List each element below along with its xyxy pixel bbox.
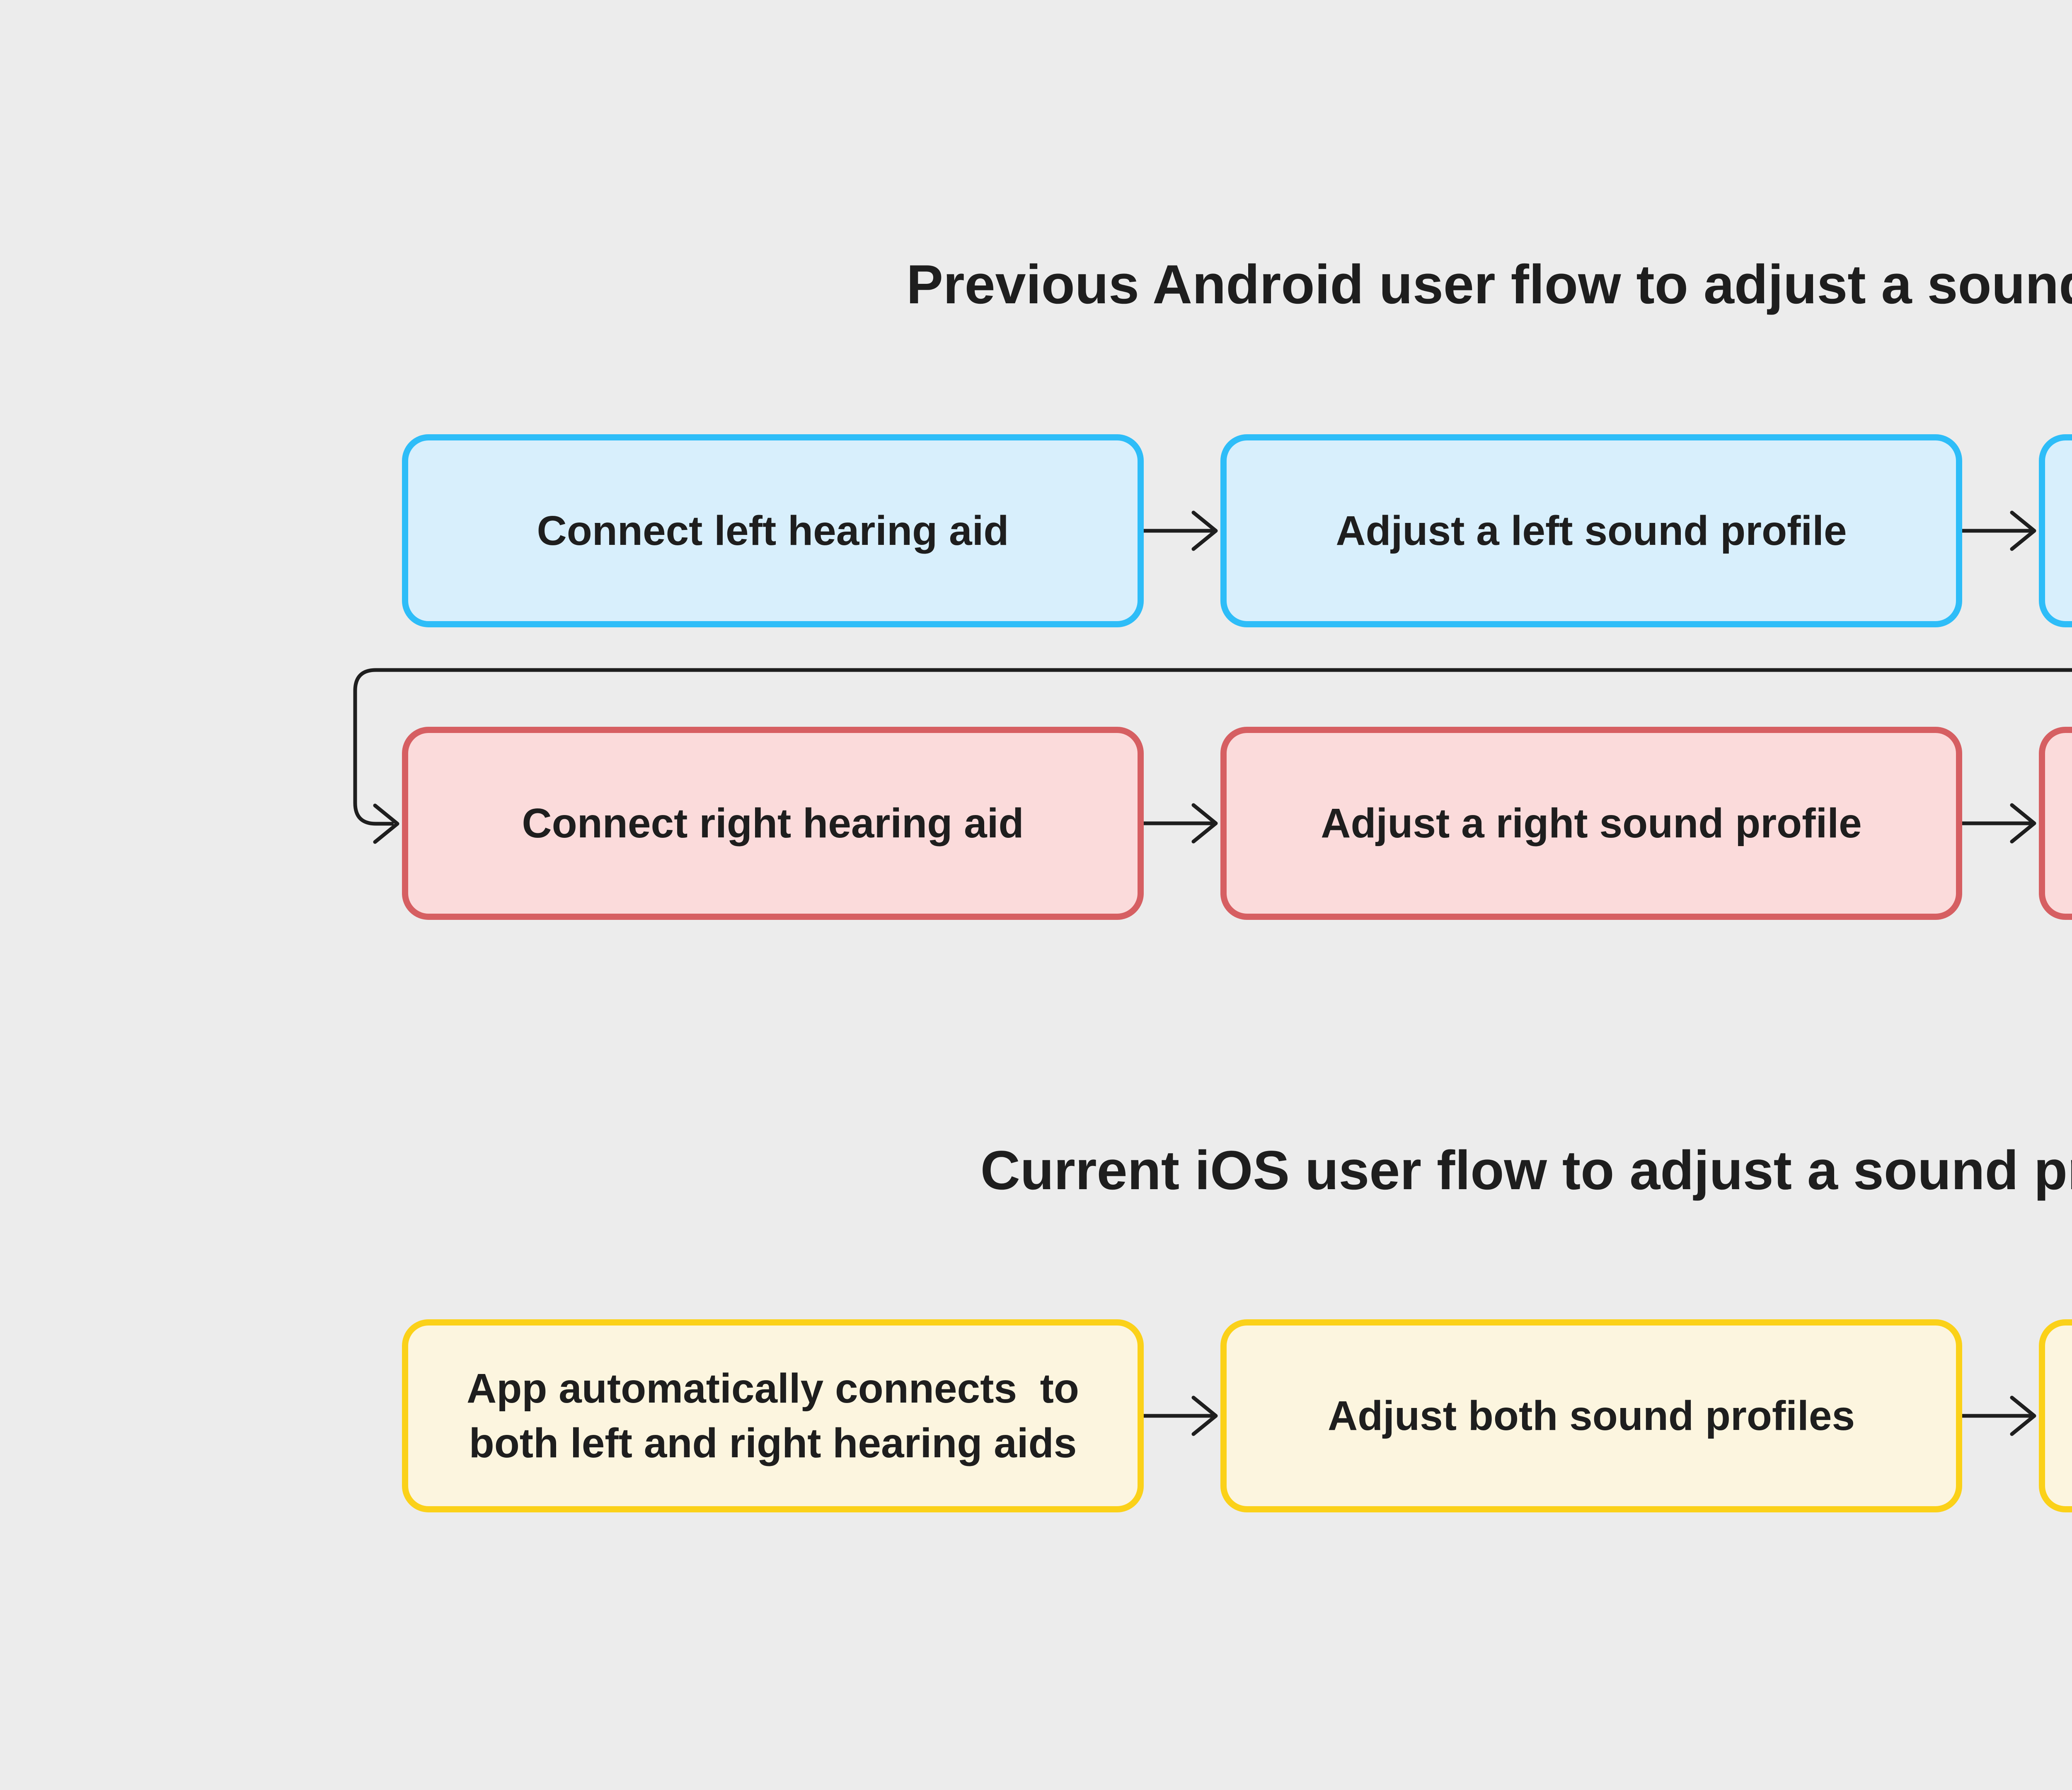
ios-flow-title: Current iOS user flow to adjust a sound …: [980, 1140, 2072, 1201]
box-adjust-both-sound-profiles: Adjust both sound profiles: [1220, 1319, 1962, 1512]
arrow-row2-gap2-head: [2010, 803, 2036, 844]
android-flow-title: Previous Android user flow to adjust a s…: [906, 254, 2072, 315]
box-connect-left-hearing-aid: Connect left hearing aid: [402, 434, 1144, 627]
box-connect-right-hearing-aid-label: Connect right hearing aid: [522, 800, 1024, 847]
box-app-auto-connects: App automatically connects to both left …: [402, 1319, 1144, 1512]
box-adjust-both-sound-profiles-label: Adjust both sound profiles: [1327, 1393, 1855, 1439]
arrow-row3-gap1-head: [1191, 1396, 1218, 1436]
box-adjust-left-sound-profile: Adjust a left sound profile: [1220, 434, 1962, 627]
box-connect-left-hearing-aid-label: Connect left hearing aid: [537, 508, 1009, 554]
box-adjust-right-sound-profile: Adjust a right sound profile: [1220, 727, 1962, 920]
box-disconnect-right-hearing-aid: Disconnect right hearing aid: [2039, 727, 2072, 920]
box-adjust-right-sound-profile-label: Adjust a right sound profile: [1321, 800, 1862, 847]
box-disconnect-left-hearing-aid: Disconnect left hearing aid: [2039, 434, 2072, 627]
box-connect-right-hearing-aid: Connect right hearing aid: [402, 727, 1144, 920]
box-app-auto-connects-label: App automatically connects to both left …: [466, 1365, 1080, 1466]
box-adjust-left-sound-profile-label: Adjust a left sound profile: [1336, 508, 1847, 554]
arrow-row1-gap2-head: [2010, 510, 2036, 551]
arrow-row3-gap2-head: [2010, 1396, 2036, 1436]
connector-wrap-around-head: [373, 803, 399, 844]
box-hearing-aids-stay-connected: Hearing aids stay connected until users …: [2039, 1319, 2072, 1512]
arrow-row1-gap1-head: [1191, 510, 1218, 551]
arrow-row2-gap1-head: [1191, 803, 1218, 844]
